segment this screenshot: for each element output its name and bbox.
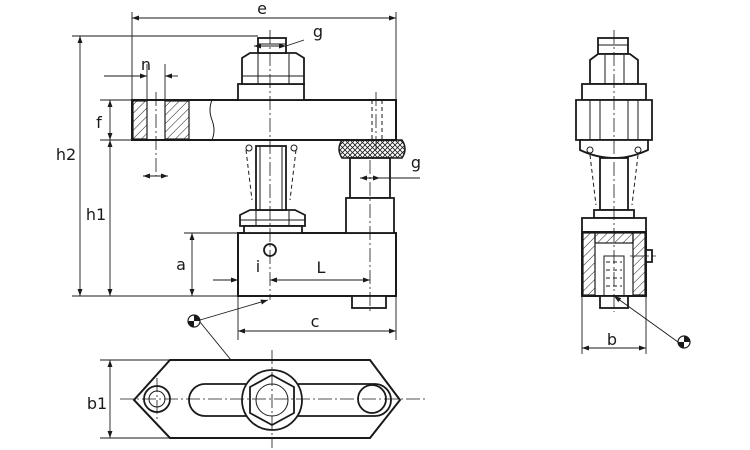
stud-top: [257, 37, 287, 54]
dimension-e: e: [257, 0, 267, 18]
side-view: [575, 30, 656, 312]
dimension-b: b: [607, 330, 617, 349]
side-stud-top: [597, 37, 629, 55]
lower-washer: [243, 225, 303, 234]
break-line: [209, 99, 215, 141]
dimension-h1: h1: [86, 205, 106, 224]
side-dimensions: b: [581, 295, 691, 354]
dimension-n: n: [141, 55, 151, 74]
bar-section-right: [164, 100, 190, 140]
dimension-L: L: [317, 258, 326, 277]
dimension-f: f: [96, 113, 102, 132]
dimension-b1: b1: [87, 394, 107, 413]
dimension-g-mid: g: [411, 153, 421, 172]
top-dimensions: b1: [87, 359, 170, 439]
dimension-a: a: [176, 255, 186, 274]
threaded-stud: [255, 145, 287, 211]
lower-hex-nut: [239, 209, 306, 227]
front-view: [131, 30, 406, 312]
top-view: [120, 350, 425, 448]
dimension-g-top: g: [313, 22, 323, 41]
center-of-gravity-icon: [187, 314, 201, 328]
upper-washer: [237, 83, 305, 101]
dimension-i: i: [256, 257, 260, 276]
center-of-gravity-icon-side: [677, 335, 691, 349]
spring: [245, 149, 297, 201]
bar-section-left: [132, 100, 148, 140]
slide-nut: [351, 295, 387, 309]
knurled-screw-head: [338, 139, 406, 159]
dimension-c: c: [311, 312, 320, 331]
dimension-h2: h2: [56, 145, 76, 164]
upper-hex-nut: [241, 52, 305, 85]
front-dimensions: e g n f h2 h1 g a: [56, 0, 421, 399]
